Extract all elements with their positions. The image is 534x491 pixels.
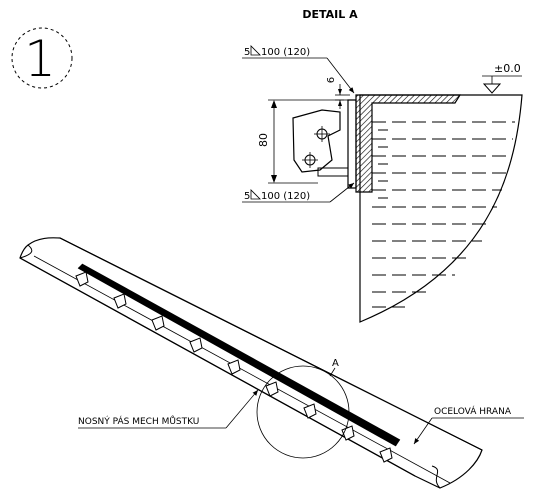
weld-symbol-bottom: 5 100 (120) <box>242 182 355 203</box>
item-number: 1 <box>24 30 56 88</box>
weld-top-size: 5 <box>244 47 250 58</box>
water-section <box>359 94 523 323</box>
level-mark-label: ±0.0 <box>494 62 521 75</box>
steel-edge-profile <box>355 94 462 193</box>
weld-symbol-top: 5 100 (120) <box>242 45 355 94</box>
detail-circle: A <box>256 358 350 459</box>
leader-right: OCELOVÁ HRANA <box>413 405 524 445</box>
detail-callout: A <box>332 358 339 369</box>
weld-bottom-size: 5 <box>244 191 250 202</box>
detail-title: DETAIL A <box>302 8 358 21</box>
item-number-marker: 1 <box>11 27 73 89</box>
level-mark: ±0.0 <box>482 62 522 94</box>
weld-top-length: 100 (120) <box>261 47 310 58</box>
dimension-80: 80 <box>257 99 344 184</box>
dimension-6: 6 <box>326 77 350 109</box>
dimension-6-label: 6 <box>326 77 337 83</box>
weld-bottom-length: 100 (120) <box>261 191 310 202</box>
label-carrier-strip: NOSNÝ PÁS MECH MŮSTKU <box>78 415 199 427</box>
bridge-beam <box>19 237 483 489</box>
label-steel-edge: OCELOVÁ HRANA <box>434 405 512 417</box>
dimension-80-label: 80 <box>257 133 270 147</box>
bracket-plate <box>292 99 357 189</box>
leader-left: NOSNÝ PÁS MECH MŮSTKU <box>78 389 259 429</box>
carrier-strip <box>77 263 401 447</box>
